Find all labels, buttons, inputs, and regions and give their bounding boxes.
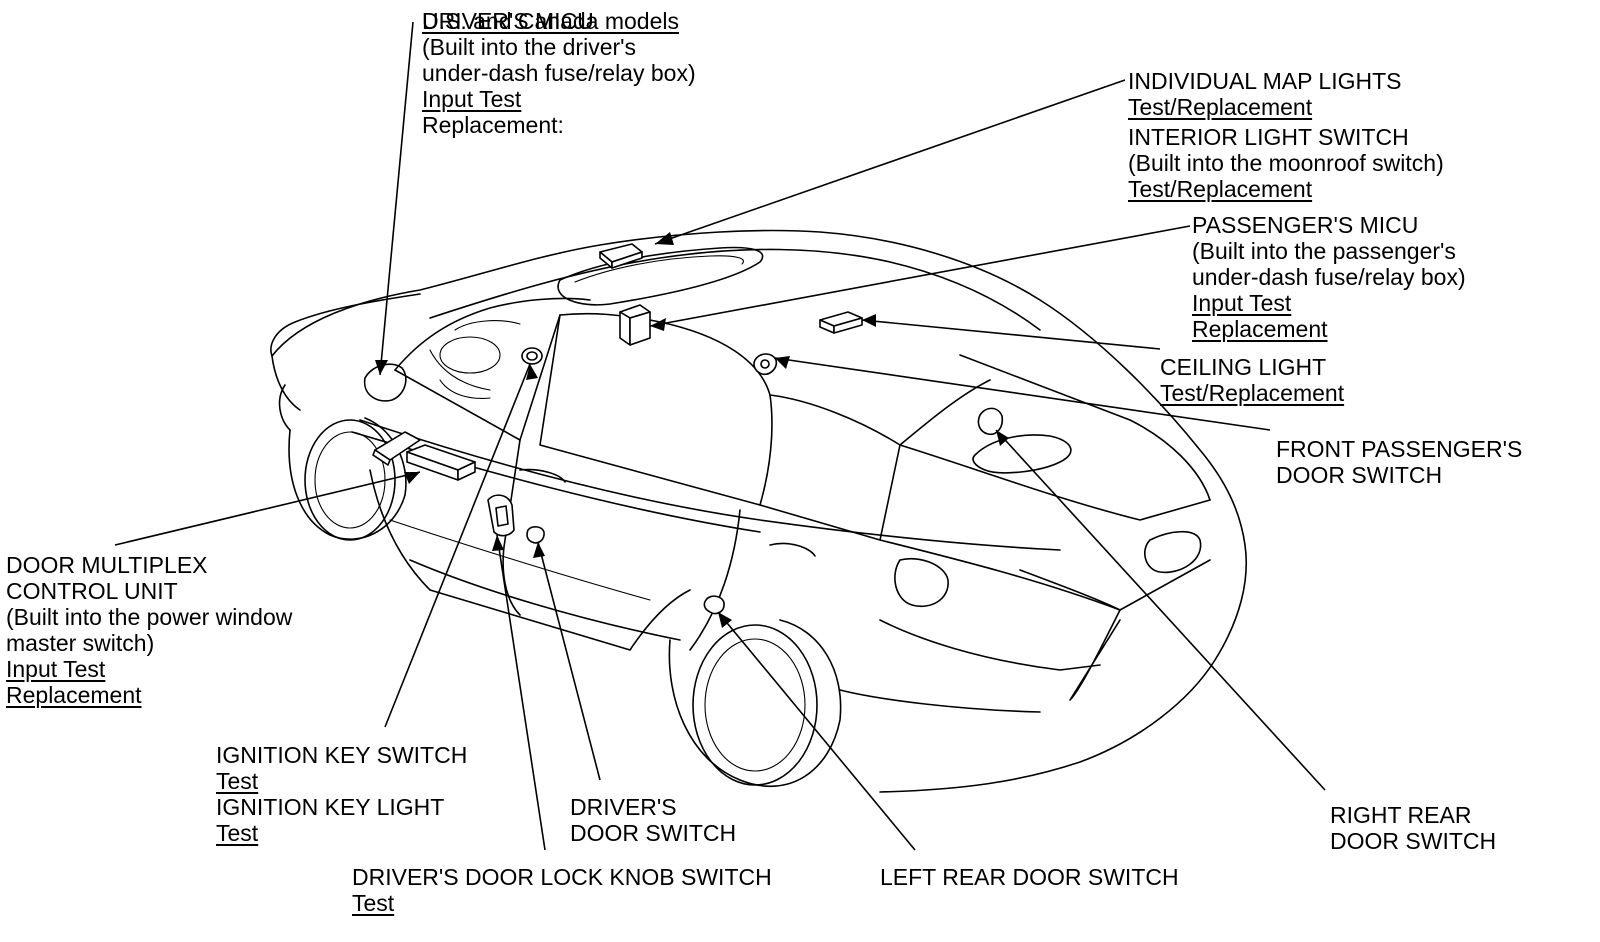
drivers-door-switch-line-1: DRIVER'S	[570, 794, 677, 820]
drivers-micu-desc-1: (Built into the driver's	[422, 34, 637, 60]
callout-ignition-key-switch: IGNITION KEY SWITCH Test IGNITION KEY LI…	[216, 742, 467, 846]
ceiling-light-title: CEILING LIGHT	[1160, 354, 1327, 380]
drivers-micu-title: DRIVER'S MICU	[422, 8, 594, 34]
callout-passengers-micu: PASSENGER'S MICU (Built into the passeng…	[1192, 212, 1466, 342]
left-rear-door-switch-title: LEFT REAR DOOR SWITCH	[880, 864, 1179, 890]
right-rear-door-switch-line-2: DOOR SWITCH	[1330, 828, 1497, 854]
front-passengers-door-switch-line-2: DOOR SWITCH	[1276, 462, 1443, 488]
callout-front-passengers-door-switch: FRONT PASSENGER'S DOOR SWITCH	[1276, 436, 1522, 488]
interior-light-switch-desc: (Built into the moonroof switch)	[1128, 150, 1444, 176]
door-lock-knob-switch-title: DRIVER'S DOOR LOCK KNOB SWITCH	[352, 864, 772, 890]
door-multiplex-line-2: CONTROL UNIT	[6, 578, 178, 604]
door-multiplex-input-test-link[interactable]: Input Test	[6, 656, 106, 682]
door-multiplex-line-1: DOOR MULTIPLEX	[6, 552, 208, 578]
ignition-key-switch-test-link[interactable]: Test	[216, 768, 259, 794]
ceiling-light-test-replacement-link[interactable]: Test/Replacement	[1160, 380, 1345, 406]
map-lights-title: INDIVIDUAL MAP LIGHTS	[1128, 68, 1402, 94]
callout-left-rear-door-switch: LEFT REAR DOOR SWITCH	[880, 864, 1179, 890]
passengers-micu-title: PASSENGER'S MICU	[1192, 212, 1419, 238]
drivers-door-switch-line-2: DOOR SWITCH	[570, 820, 737, 846]
leader-lines	[114, 21, 1326, 851]
ignition-key-light-test-link[interactable]: Test	[216, 820, 259, 846]
component-markers	[372, 243, 1004, 615]
drivers-micu-replacement-label: Replacement:	[422, 112, 564, 138]
ignition-key-light-title: IGNITION KEY LIGHT	[216, 794, 445, 820]
door-multiplex-line-4: master switch)	[6, 630, 155, 656]
callout-right-rear-door-switch: RIGHT REAR DOOR SWITCH	[1330, 802, 1496, 854]
interior-light-switch-test-replacement-link[interactable]: Test/Replacement	[1128, 176, 1313, 202]
drivers-micu-input-test-link[interactable]: Input Test	[422, 86, 522, 112]
door-multiplex-line-3: (Built into the power window	[6, 604, 293, 630]
car-body	[270, 229, 1248, 793]
passengers-micu-desc-1: (Built into the passenger's	[1192, 238, 1456, 264]
callout-drivers-door-switch: DRIVER'S DOOR SWITCH	[570, 794, 736, 846]
door-lock-knob-switch-test-link[interactable]: Test	[352, 890, 395, 916]
map-lights-test-replacement-link[interactable]: Test/Replacement	[1128, 94, 1313, 120]
arrowheads	[375, 232, 1009, 628]
passengers-micu-desc-2: under-dash fuse/relay box)	[1192, 264, 1466, 290]
door-multiplex-replacement-link[interactable]: Replacement	[6, 682, 142, 708]
callout-individual-map-lights: INDIVIDUAL MAP LIGHTS Test/Replacement	[1128, 68, 1402, 120]
drivers-micu-desc-2: under-dash fuse/relay box)	[422, 60, 696, 86]
callout-drivers-micu: DRIVER'S MICU U.S. and Canada models (Bu…	[422, 8, 696, 138]
callout-drivers-door-lock-knob-switch: DRIVER'S DOOR LOCK KNOB SWITCH Test	[352, 864, 772, 916]
front-passengers-door-switch-line-1: FRONT PASSENGER'S	[1276, 436, 1523, 462]
ignition-key-switch-title: IGNITION KEY SWITCH	[216, 742, 468, 768]
callout-door-multiplex-control-unit: DOOR MULTIPLEX CONTROL UNIT (Built into …	[6, 552, 292, 708]
interior-light-switch-title: INTERIOR LIGHT SWITCH	[1128, 124, 1409, 150]
callout-interior-light-switch: INTERIOR LIGHT SWITCH (Built into the mo…	[1128, 124, 1444, 202]
drivers-micu-model-note[interactable]: U.S. and Canada models	[422, 8, 679, 34]
right-rear-door-switch-line-1: RIGHT REAR	[1330, 802, 1472, 828]
passengers-micu-replacement-link[interactable]: Replacement	[1192, 316, 1328, 342]
passengers-micu-input-test-link[interactable]: Input Test	[1192, 290, 1292, 316]
callout-ceiling-light: CEILING LIGHT Test/Replacement	[1160, 354, 1344, 406]
